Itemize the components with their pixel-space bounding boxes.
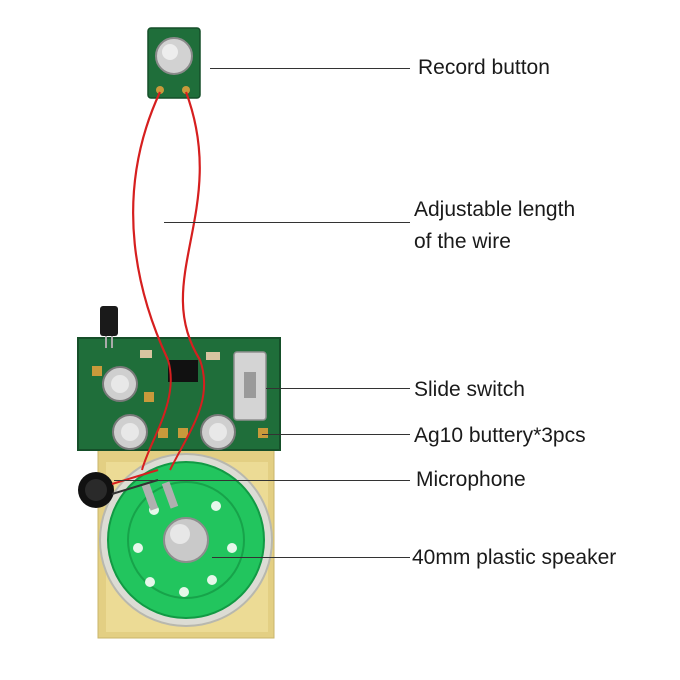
speaker-terminal [161, 481, 179, 509]
speaker-magnet-highlight [170, 524, 190, 544]
speaker-hole [207, 575, 217, 585]
speaker-hole [211, 501, 221, 511]
label-wire-line1: Adjustable length [414, 198, 576, 221]
solder-pad [144, 392, 154, 402]
record-button-highlight [162, 44, 178, 60]
red-wire [132, 91, 169, 361]
solder-pad [178, 428, 188, 438]
label-battery: Ag10 buttery*3pcs [414, 424, 586, 447]
leader-battery [262, 434, 410, 435]
speaker-hole [145, 577, 155, 587]
solder-pad [258, 428, 268, 438]
solder-pad [92, 366, 102, 376]
red-wire [141, 359, 172, 471]
speaker-inner-ring [127, 481, 245, 599]
label-microphone: Microphone [416, 468, 526, 491]
label-wire-line2: of the wire [414, 230, 511, 253]
microphone-grille [85, 479, 107, 501]
leader-record-button [210, 68, 410, 69]
ic-chip [168, 360, 198, 382]
slide-switch-knob [244, 372, 256, 398]
label-speaker: 40mm plastic speaker [412, 546, 617, 569]
battery-cell-top [111, 375, 129, 393]
red-wire [181, 91, 201, 361]
battery-cell-top [121, 423, 139, 441]
smd-component [206, 352, 220, 360]
solder-pad [158, 428, 168, 438]
battery-cell-top [209, 423, 227, 441]
speaker-hole [179, 587, 189, 597]
microphone-wire [111, 469, 159, 485]
capacitor [100, 306, 118, 336]
record-solder-pad [182, 86, 190, 94]
red-wire [169, 359, 206, 471]
leader-slide-switch [266, 388, 410, 389]
smd-component [140, 350, 152, 358]
speaker-hole [133, 543, 143, 553]
speaker-hole [227, 543, 237, 553]
speaker-terminal [141, 483, 159, 511]
label-slide-switch: Slide switch [414, 378, 525, 401]
leader-speaker [212, 557, 410, 558]
leader-wire [164, 222, 410, 223]
label-record-button: Record button [418, 56, 550, 79]
record-solder-pad [156, 86, 164, 94]
microphone-wire [111, 479, 159, 495]
leader-microphone [114, 480, 410, 481]
